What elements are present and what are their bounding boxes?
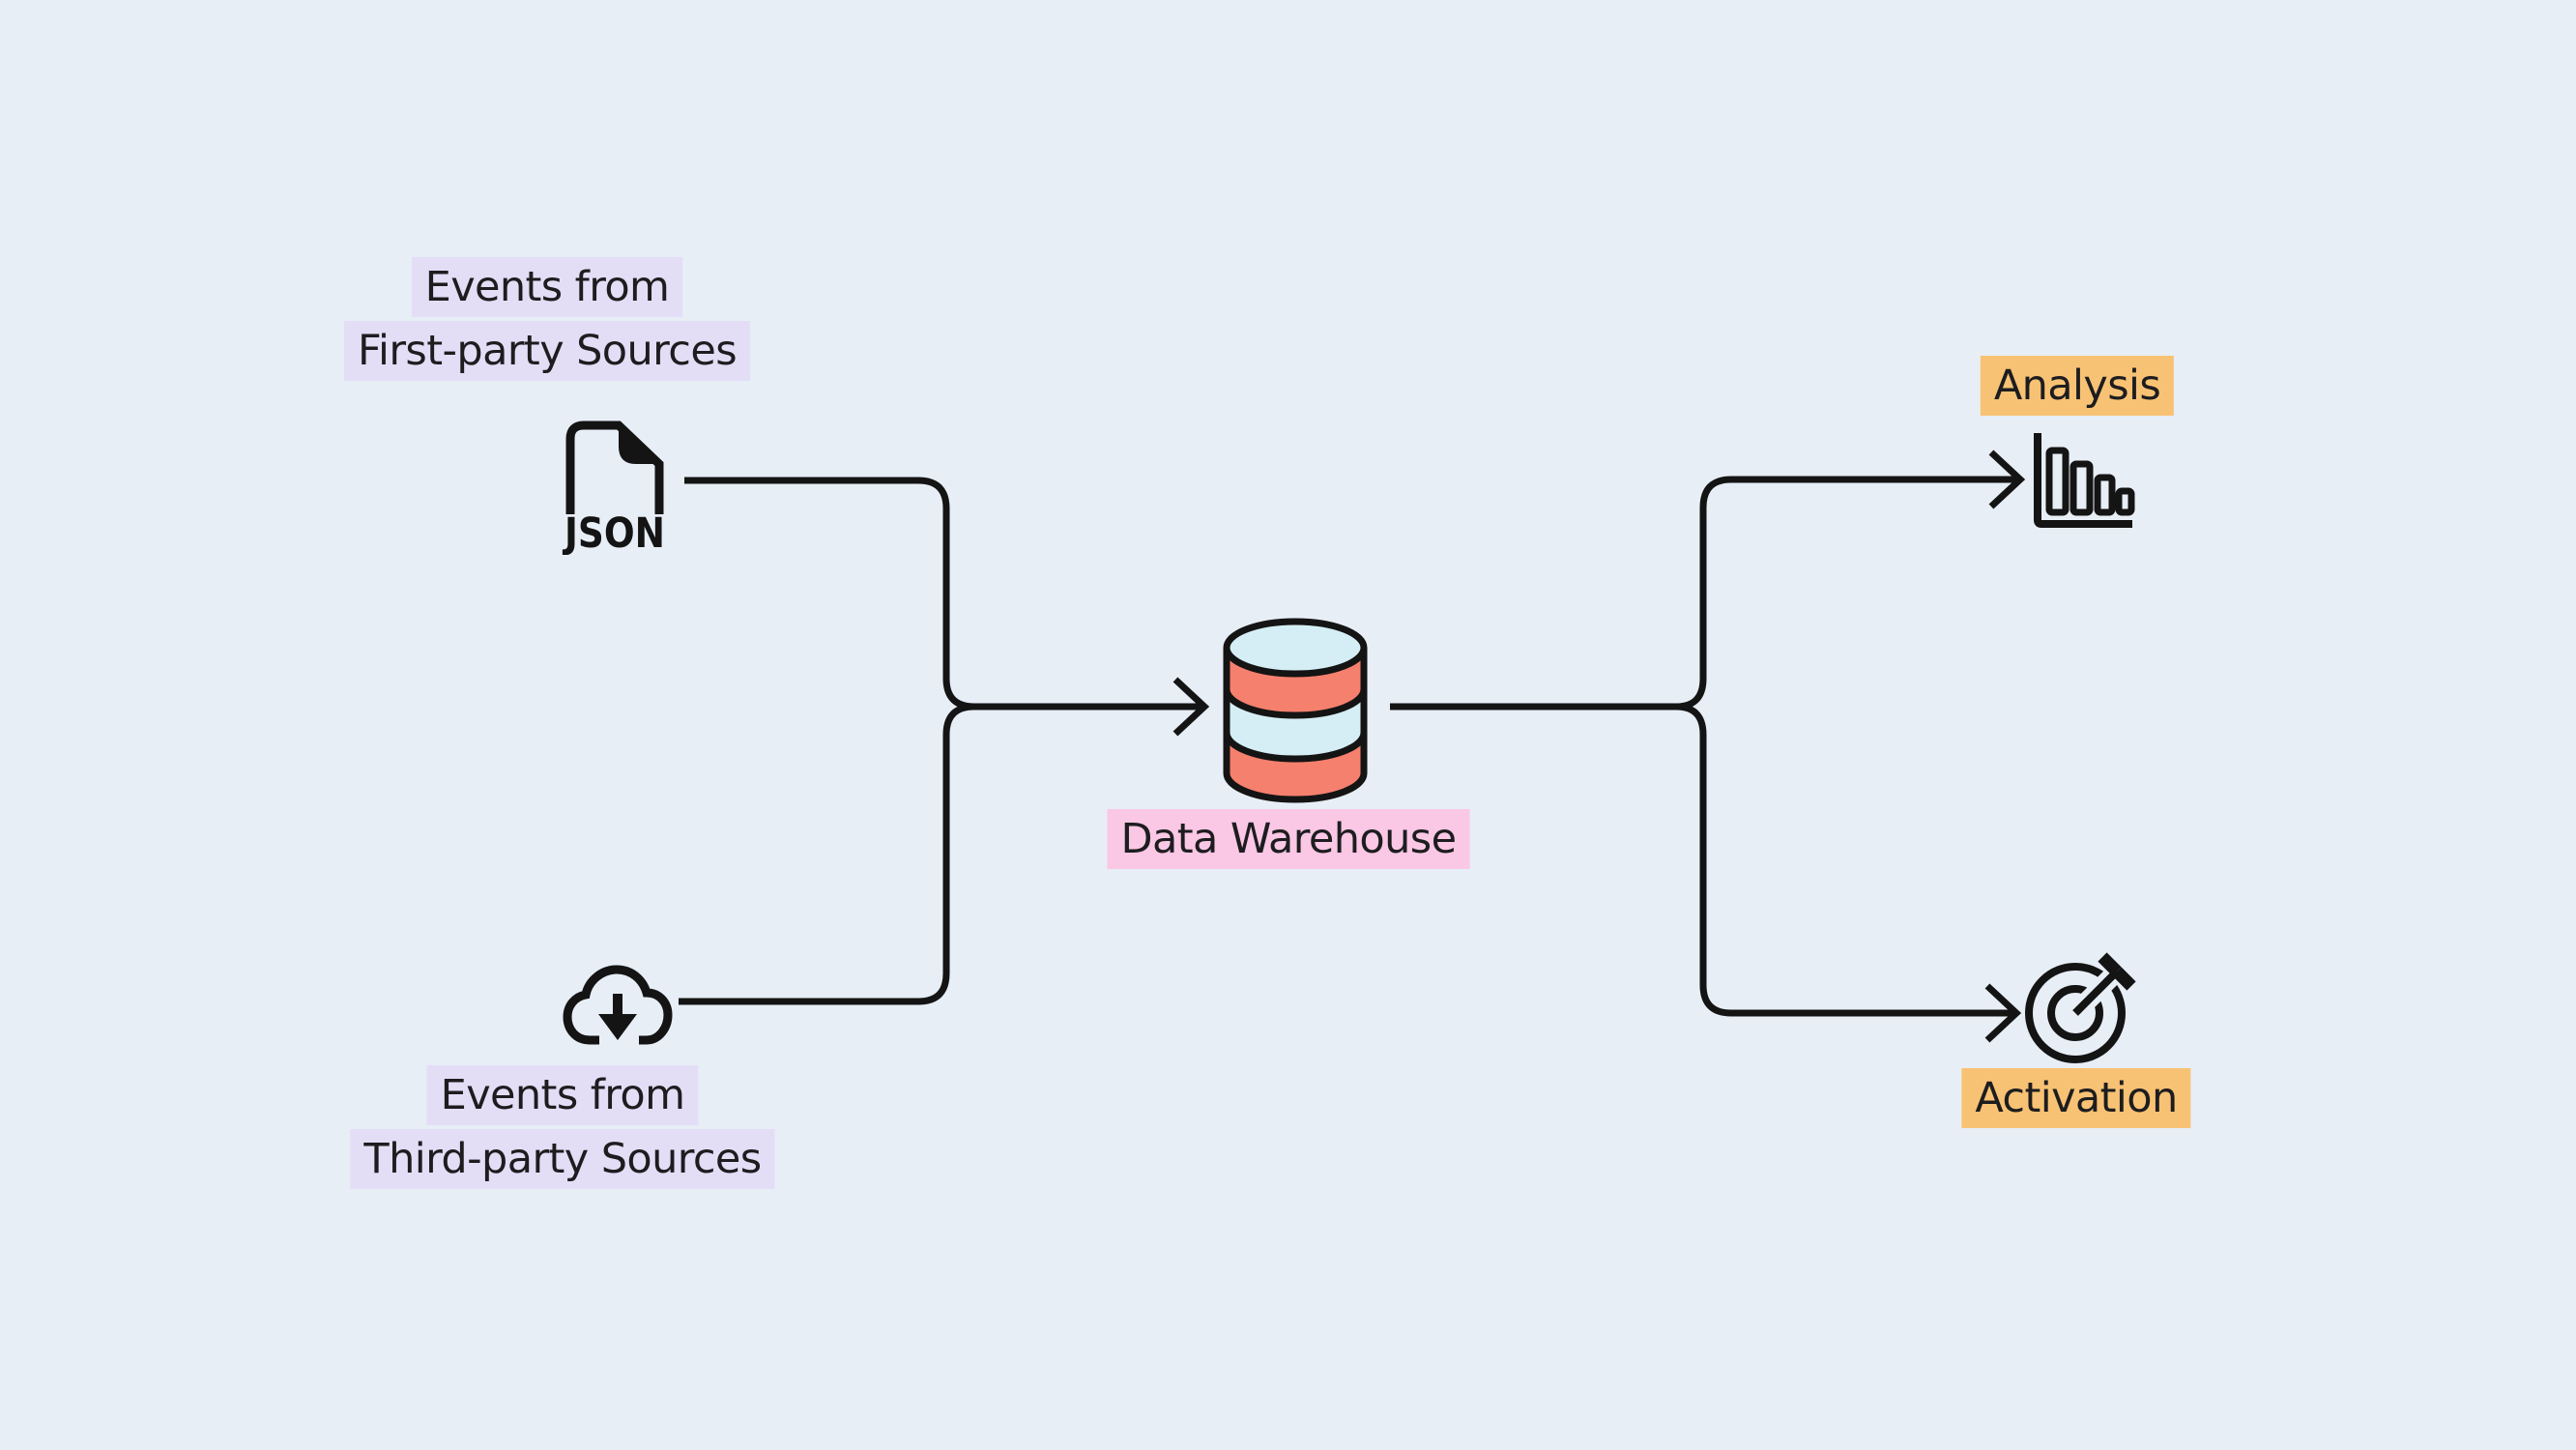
label-third-party-line1: Events from xyxy=(426,1065,699,1125)
cloud-download-icon xyxy=(563,965,673,1045)
label-third-party-line2: Third-party Sources xyxy=(350,1129,775,1189)
edge-warehouse-to-analysis xyxy=(1390,476,2018,710)
target-icon xyxy=(2025,952,2136,1063)
label-analysis: Analysis xyxy=(1980,354,2175,418)
label-data-warehouse: Data Warehouse xyxy=(1107,807,1470,871)
database-icon xyxy=(1223,618,1368,803)
label-data-warehouse-text: Data Warehouse xyxy=(1107,809,1470,869)
label-activation-text: Activation xyxy=(1961,1068,2191,1128)
download-arrow xyxy=(598,1014,637,1040)
edge-warehouse-to-activation xyxy=(1675,703,2014,1017)
dart-fletching xyxy=(2098,952,2122,976)
label-activation: Activation xyxy=(1961,1066,2191,1130)
edge-third-party-to-warehouse xyxy=(679,703,975,1005)
label-first-party-line2: First-party Sources xyxy=(344,321,750,381)
json-file-type-label: JSON xyxy=(562,509,665,555)
label-third-party-sources: Events from Third-party Sources xyxy=(350,1063,775,1191)
arrowhead-into-warehouse xyxy=(1172,677,1210,737)
arrowhead-into-analysis xyxy=(1988,450,2026,509)
label-analysis-text: Analysis xyxy=(1980,356,2175,416)
json-file-icon: JSON xyxy=(562,420,665,555)
arrowhead-into-activation xyxy=(1984,983,2022,1043)
edge-first-party-to-warehouse xyxy=(684,477,1202,710)
bar-chart-icon xyxy=(2034,433,2135,528)
label-first-party-line1: Events from xyxy=(411,257,683,317)
label-first-party-sources: Events from First-party Sources xyxy=(344,255,750,383)
